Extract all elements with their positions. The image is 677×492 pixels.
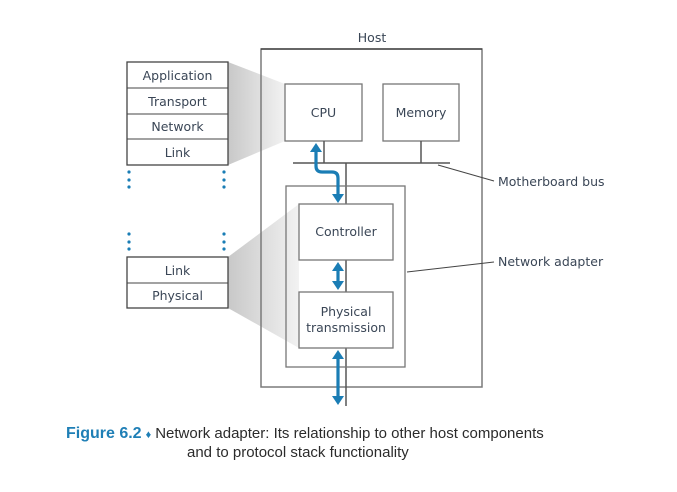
- physical-transmission-label-line2: transmission: [306, 320, 386, 335]
- network-adapter-box: [285, 185, 406, 368]
- projection-shade-lower: [228, 204, 299, 348]
- cpu-adapter-arrow: [314, 150, 340, 196]
- stack-layer-application: Application: [143, 68, 213, 83]
- cpu-box: [284, 83, 363, 142]
- host-label: Host: [358, 30, 387, 45]
- stack-layer-network: Network: [151, 119, 204, 134]
- stack-layer-physical: Physical: [152, 288, 203, 303]
- motherboard-bus: [293, 141, 450, 406]
- physical-transmission-label-line1: Physical: [321, 304, 372, 319]
- memory-label: Memory: [396, 105, 447, 120]
- controller-label: Controller: [315, 224, 377, 239]
- motherboard-bus-leader: [437, 164, 495, 182]
- physical-transmission-box: [298, 291, 394, 349]
- upper-protocol-stack: Application Transport Network Link: [126, 61, 229, 166]
- stack-layer-link-lower: Link: [165, 263, 191, 278]
- arrowhead-controller-up: [332, 262, 344, 271]
- caption-line2: and to protocol stack functionality: [187, 444, 409, 461]
- arrowhead-cpu-up: [310, 143, 322, 152]
- motherboard-bus-label: Motherboard bus: [498, 174, 605, 189]
- stack-layer-transport: Transport: [147, 94, 207, 109]
- caption-line1: Network adapter: Its relationship to oth…: [155, 425, 544, 442]
- figure-number: Figure 6.2: [66, 425, 142, 442]
- projection-shade-upper: [228, 62, 285, 165]
- lower-protocol-stack: Link Physical: [126, 256, 229, 309]
- network-adapter-label: Network adapter: [498, 254, 604, 269]
- diamond-separator-icon: ♦: [145, 429, 152, 441]
- cpu-label: CPU: [311, 105, 336, 120]
- figure-caption: Figure 6.2♦Network adapter: Its relation…: [66, 425, 666, 462]
- stack-layer-link: Link: [165, 145, 191, 160]
- network-adapter-leader: [406, 261, 495, 273]
- stack-ellipsis-dots: [127, 170, 226, 251]
- memory-box: [382, 83, 460, 142]
- arrowhead-physical-up: [332, 350, 344, 359]
- arrowhead-controller-down: [332, 194, 344, 203]
- arrowhead-physical-down: [332, 281, 344, 290]
- controller-box: [298, 203, 394, 261]
- arrowhead-medium-down: [332, 396, 344, 405]
